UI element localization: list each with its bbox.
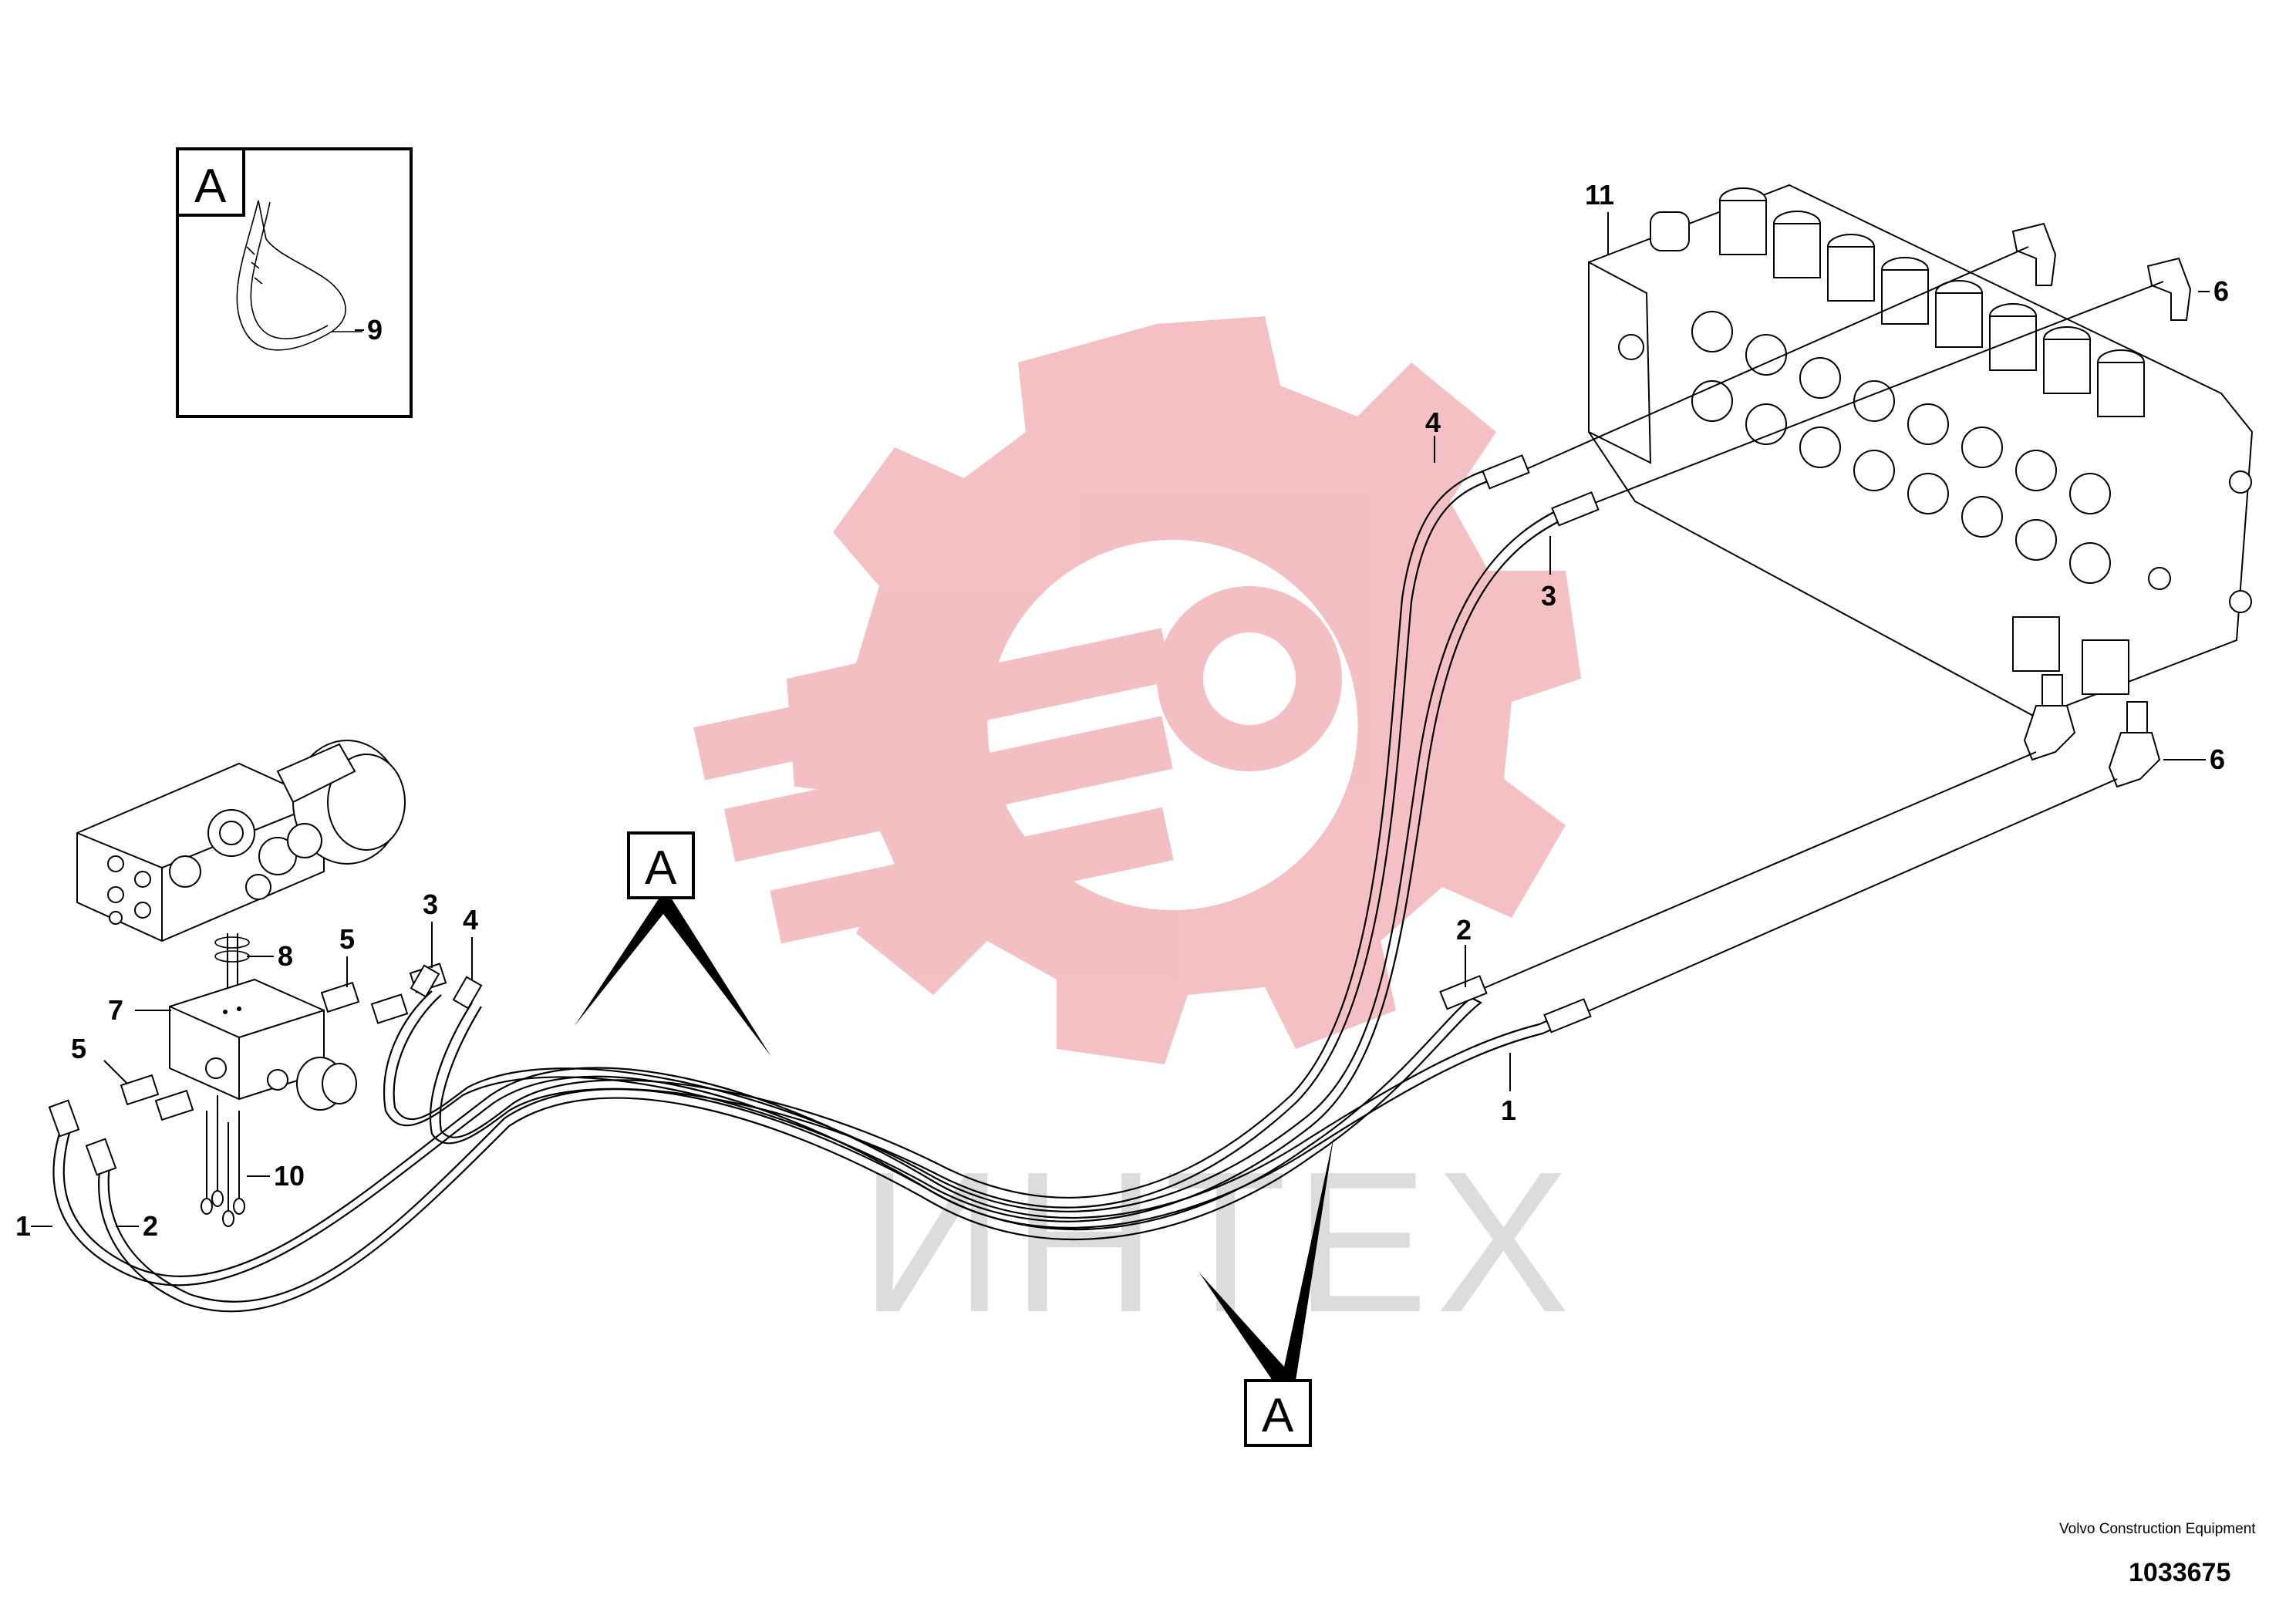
detail-a-label: A	[194, 160, 227, 213]
section-marker-upper-label: A	[645, 841, 677, 895]
watermark-gear-logo	[693, 316, 1581, 1064]
detail-a-label-box	[176, 147, 245, 217]
watermark: ИНТЕХ	[693, 316, 1581, 1354]
section-marker-upper: A	[575, 831, 771, 1057]
detail-a-box: A 9	[176, 147, 413, 418]
callout-1-right: 1	[1501, 1094, 1516, 1126]
callout-2-right: 2	[1456, 914, 1472, 946]
adapter-block-7	[169, 978, 357, 1111]
callout-1-left: 1	[15, 1210, 31, 1242]
callout-9: 9	[367, 314, 383, 346]
watermark-text: ИНТЕХ	[860, 1131, 1577, 1354]
elbow-fittings-bottom	[2023, 674, 2161, 788]
callout-5-upper: 5	[339, 923, 355, 955]
callout-3-right: 3	[1541, 580, 1556, 612]
callout-8: 8	[278, 940, 293, 972]
callout-11: 11	[1585, 179, 1614, 211]
callout-10: 10	[274, 1160, 305, 1192]
pilot-valve-block	[76, 740, 406, 943]
callout-5-lower: 5	[71, 1033, 86, 1064]
callout-4-top: 4	[463, 904, 478, 936]
callout-4-right: 4	[1425, 406, 1441, 438]
elbow-fittings-top	[2011, 222, 2192, 321]
hose-fittings-left	[48, 964, 483, 1176]
footer-number: 1033675	[2129, 1558, 2230, 1587]
callout-6-top: 6	[2213, 275, 2229, 307]
section-marker-lower-label: A	[1262, 1389, 1294, 1442]
pipe-lines	[1476, 246, 2164, 1015]
cable-tie-icon	[236, 200, 362, 351]
footer-company: Volvo Construction Equipment	[2059, 1521, 2256, 1537]
section-marker-lower: A	[1199, 1134, 1334, 1447]
drawing-footer: Volvo Construction Equipment 1033675	[2059, 1521, 2256, 1587]
callout-7: 7	[108, 994, 123, 1026]
hose-fittings-right	[1439, 454, 1600, 1034]
fitting-5-lower	[120, 1074, 194, 1121]
hoses	[52, 463, 1590, 1313]
bolts-10	[201, 1095, 245, 1227]
callout-3-top: 3	[423, 889, 438, 920]
callout-2-left: 2	[143, 1210, 158, 1242]
callout-6-bottom: 6	[2210, 744, 2225, 775]
